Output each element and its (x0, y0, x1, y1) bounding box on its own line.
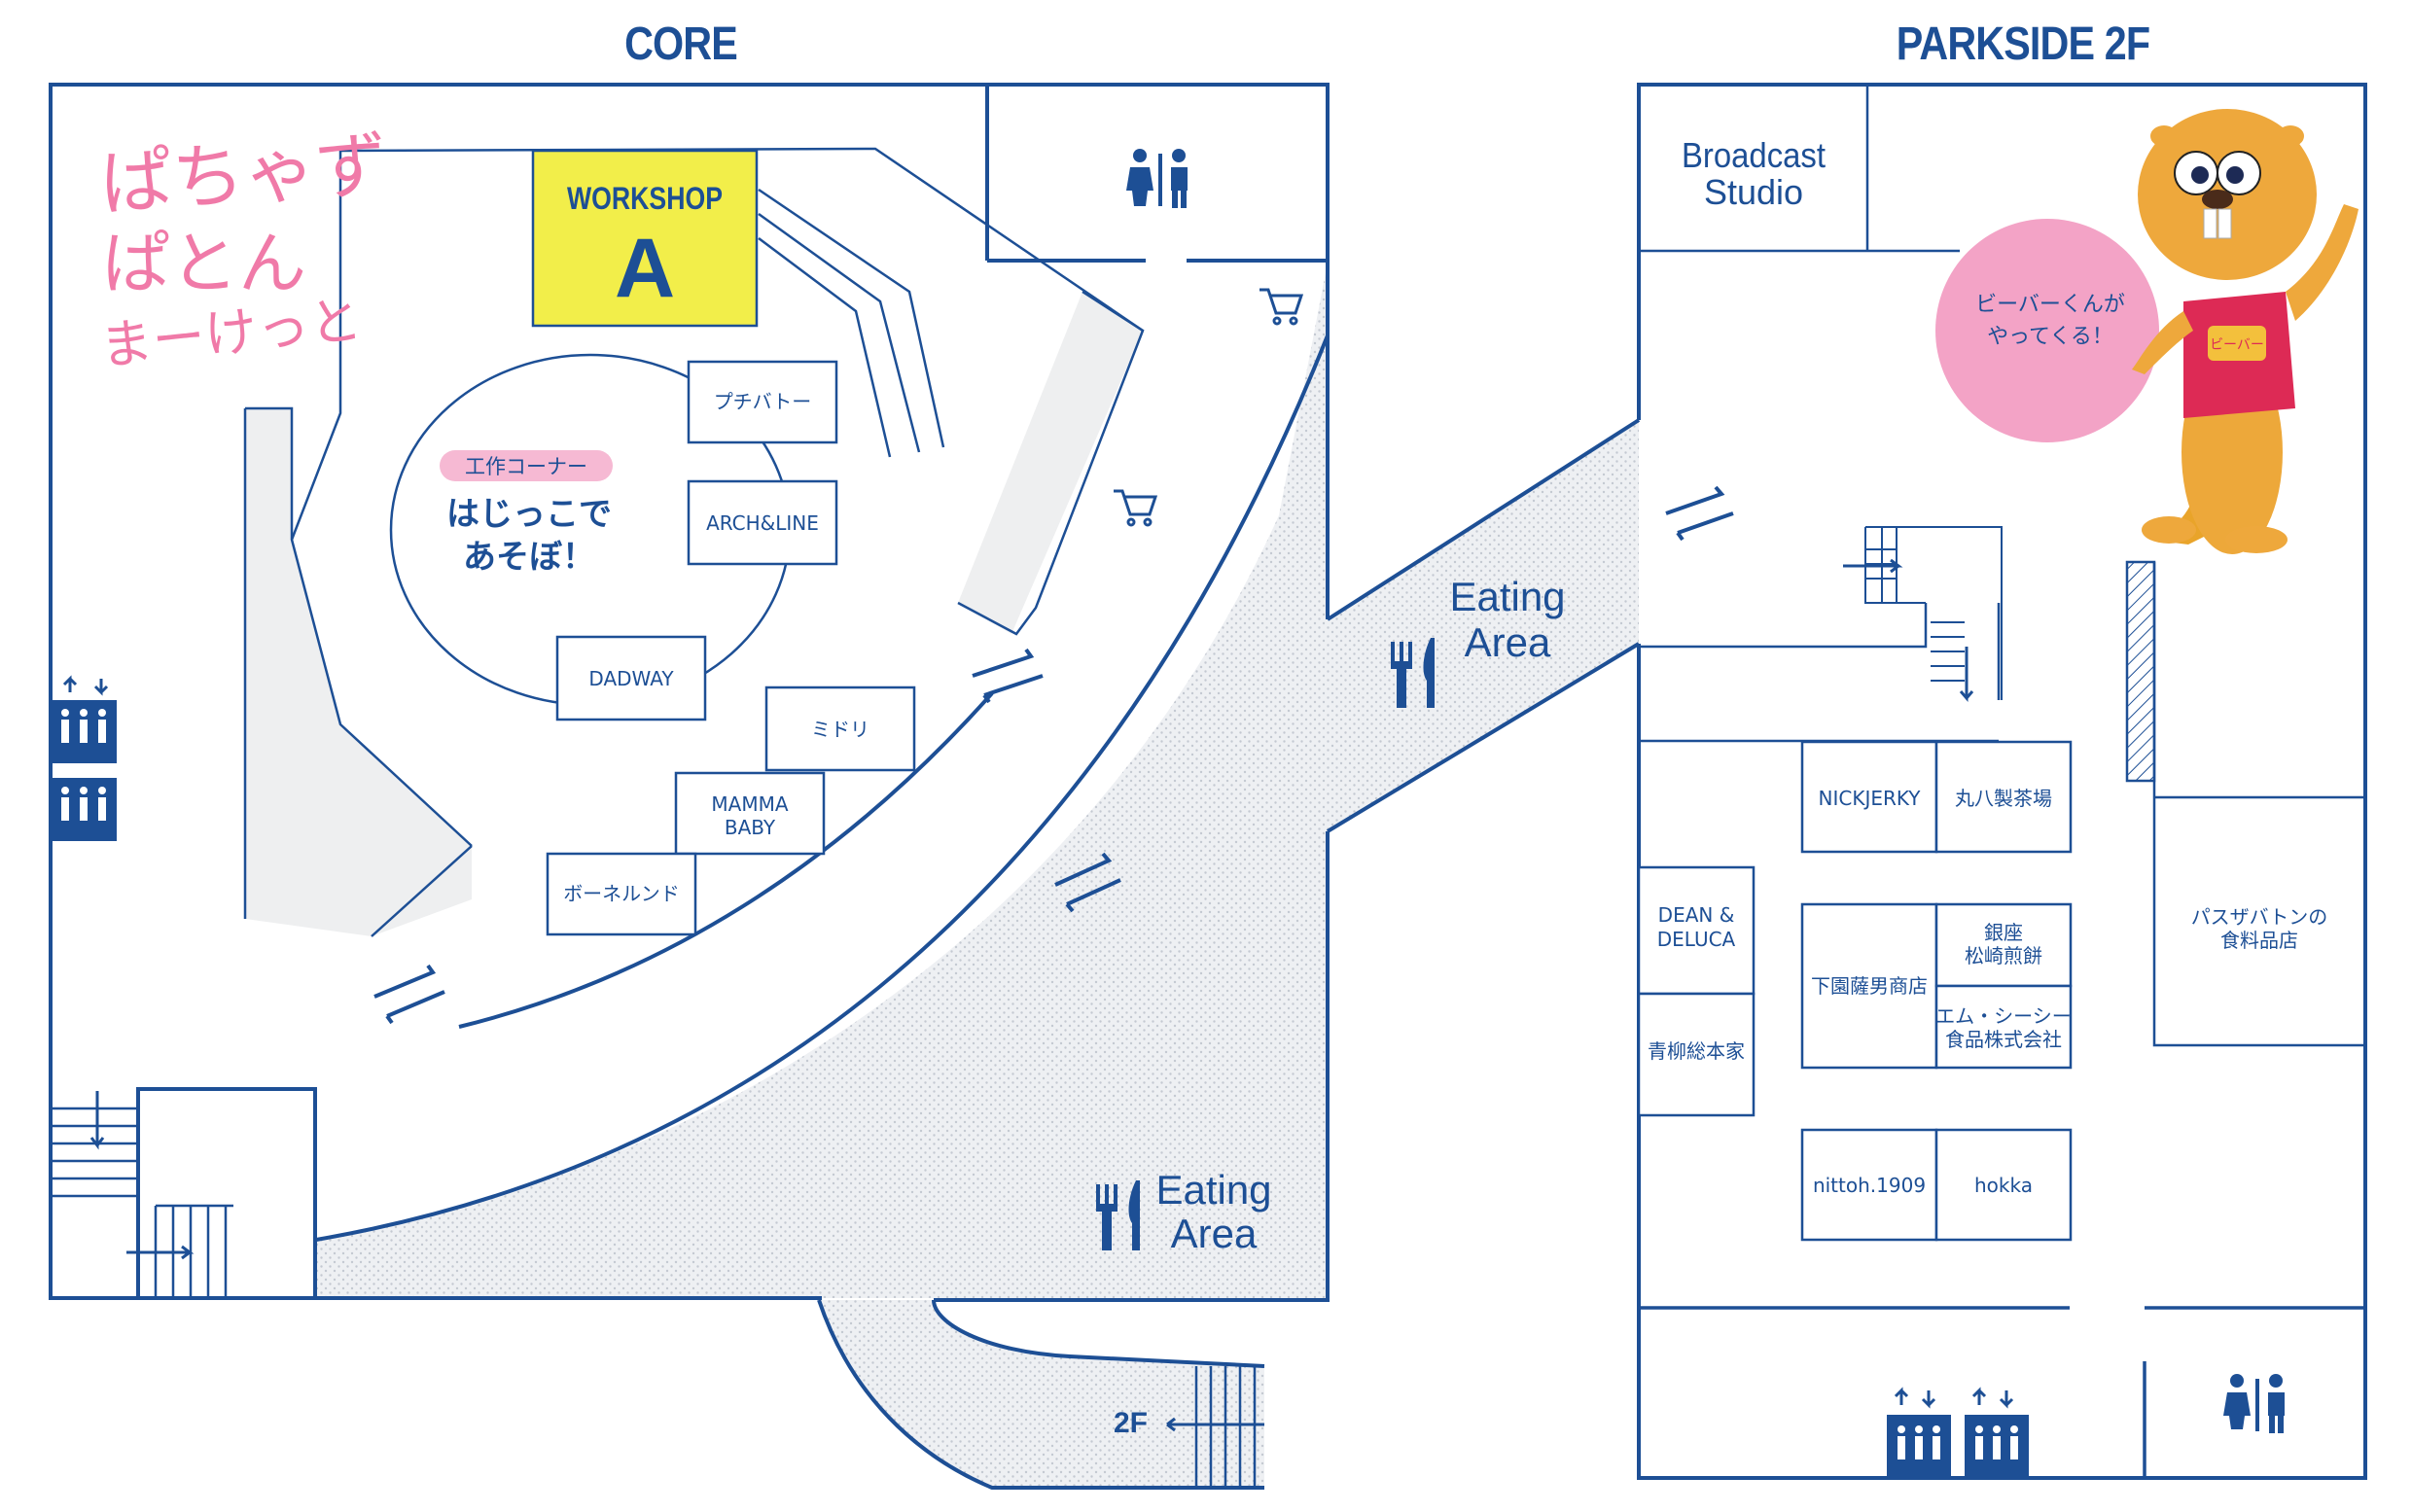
shop-mamma-baby-label-1: MAMMA (711, 792, 788, 816)
fork-knife-icon (1096, 1180, 1140, 1250)
stairs-2f (1166, 1366, 1264, 1488)
shop-hokka (1934, 1128, 2073, 1242)
shop-bonerund (546, 852, 697, 936)
shop-ginza-label-1: 銀座 (1984, 921, 2023, 944)
cart-icon (1114, 489, 1158, 527)
restroom-icon (2223, 1374, 2285, 1433)
shop-maruhachi-label: 丸八製茶場 (1955, 787, 2052, 810)
stairs-icon (51, 1087, 317, 1300)
shop-mc-label-2: 食品株式会社 (1945, 1028, 2062, 1051)
title-parkside: PARKSIDE 2F (1896, 18, 2150, 70)
logo: ぱちゃず ぱとん まーけっと (97, 123, 391, 377)
shop-mc (1934, 984, 2073, 1070)
beaver-speech-bubble (1935, 219, 2159, 442)
logo-line1: ぱちゃず (97, 123, 390, 227)
shop-mamma-baby-label-2: BABY (725, 816, 776, 839)
escalator-icon (373, 964, 445, 1025)
shop-arch-line-label: ARCH&LINE (706, 511, 819, 535)
shop-petit-bateau-label: プチバトー (714, 390, 812, 413)
lower-ramp-dotted (819, 1300, 1264, 1488)
shop-midori (764, 686, 916, 772)
connector-walls (1326, 418, 1641, 833)
shop-arch-line (687, 479, 838, 566)
shop-dean-deluca-label-2: DELUCA (1657, 928, 1736, 951)
broadcast-studio-line2: Studio (1704, 172, 1803, 212)
eating-area-2-line1: Eating (1449, 574, 1565, 619)
shop-dean-deluca-label-1: DEAN & (1658, 903, 1735, 927)
parkside-floor (1637, 83, 2367, 1480)
shop-nickjerky-label: NICKJERKY (1819, 787, 1922, 810)
restroom-icon (1126, 149, 1188, 208)
eating-area-2-line2: Area (1465, 619, 1551, 665)
shop-petit-bateau (687, 360, 838, 444)
inner-arc (458, 691, 994, 1029)
stage-area-left (245, 408, 472, 936)
stairwell-parkside (1864, 526, 2003, 700)
craft-corner-line2: あそぼ！ (463, 539, 595, 576)
corridor-dotted (316, 263, 1328, 1298)
shop-hokka-label: hokka (1974, 1174, 2033, 1197)
elevator-icon (1887, 1387, 2029, 1478)
beaver-shirt-text: ビーバー (2210, 337, 2264, 353)
cart-icon (1259, 288, 1304, 326)
workshop-a-box (531, 149, 759, 328)
shop-aoyagi-label: 青柳総本家 (1648, 1039, 1745, 1063)
beaver-mascot: ビーバー (2132, 109, 2359, 554)
shop-shimozono (1800, 902, 1938, 1070)
craft-corner-line1: はじっこで (446, 496, 612, 533)
core-inner-curve (315, 334, 1330, 1242)
logo-line2: ぱとん (102, 224, 306, 303)
shop-midori-label: ミドリ (811, 718, 869, 741)
connector-dotted (1328, 420, 1639, 831)
shop-aoyagi (1637, 992, 1756, 1117)
stage-terrace (290, 147, 1144, 541)
shop-maruhachi (1934, 740, 2073, 854)
shop-dadway-label: DADWAY (588, 667, 674, 690)
eating-area-1-line1: Eating (1155, 1167, 1271, 1213)
craft-corner-badge (440, 450, 613, 481)
shop-ginza-label-2: 松崎煎餅 (1965, 944, 2042, 967)
workshop-label: WORKSHOP (567, 181, 723, 216)
hatched-wall (2125, 560, 2156, 783)
shop-pass-the-baton-label-1: パスザバトンの (2191, 905, 2328, 929)
escalator-icon (1054, 852, 1121, 913)
core-outer-wall (49, 83, 1330, 1302)
beaver-bubble-line1: ビーバーくんが (1975, 292, 2125, 316)
eating-area-1-line2: Area (1171, 1211, 1258, 1256)
shop-mamma-baby (674, 771, 826, 856)
beaver-bubble-line2: やってくる！ (1987, 324, 2113, 348)
lower-ramp-walls (817, 1299, 1265, 1490)
shop-mc-label-1: エム・シーシー (1935, 1004, 2072, 1028)
parkside-outer-wall (1637, 83, 2367, 1480)
broadcast-studio-line1: Broadcast (1682, 135, 1826, 175)
fork-knife-icon (1391, 638, 1435, 708)
shop-bonerund-label: ボーネルンド (563, 882, 680, 905)
escalator-icon (972, 648, 1044, 704)
escalator-icon (1665, 485, 1734, 542)
shop-shimozono-label: 下園薩男商店 (1811, 974, 1928, 998)
core-floor: WORKSHOP A 工作コーナー はじっこで あそぼ！ プチバトー ARCH&… (49, 83, 1641, 1490)
workshop-letter: A (615, 222, 675, 315)
shop-pass-the-baton-label-2: 食料品店 (2220, 929, 2298, 952)
craft-corner-badge-text: 工作コーナー (465, 456, 587, 478)
shop-nittoh-label: nittoh.1909 (1813, 1174, 1926, 1197)
shop-dadway (555, 635, 707, 721)
shop-ginza (1934, 902, 2073, 988)
title-core: CORE (624, 18, 738, 70)
elevator-icon (51, 675, 117, 841)
stairs-2f-label: 2F (1114, 1407, 1148, 1439)
stage-area-right (958, 292, 1143, 634)
shop-nittoh (1800, 1128, 1938, 1242)
shop-nickjerky (1800, 740, 1938, 854)
